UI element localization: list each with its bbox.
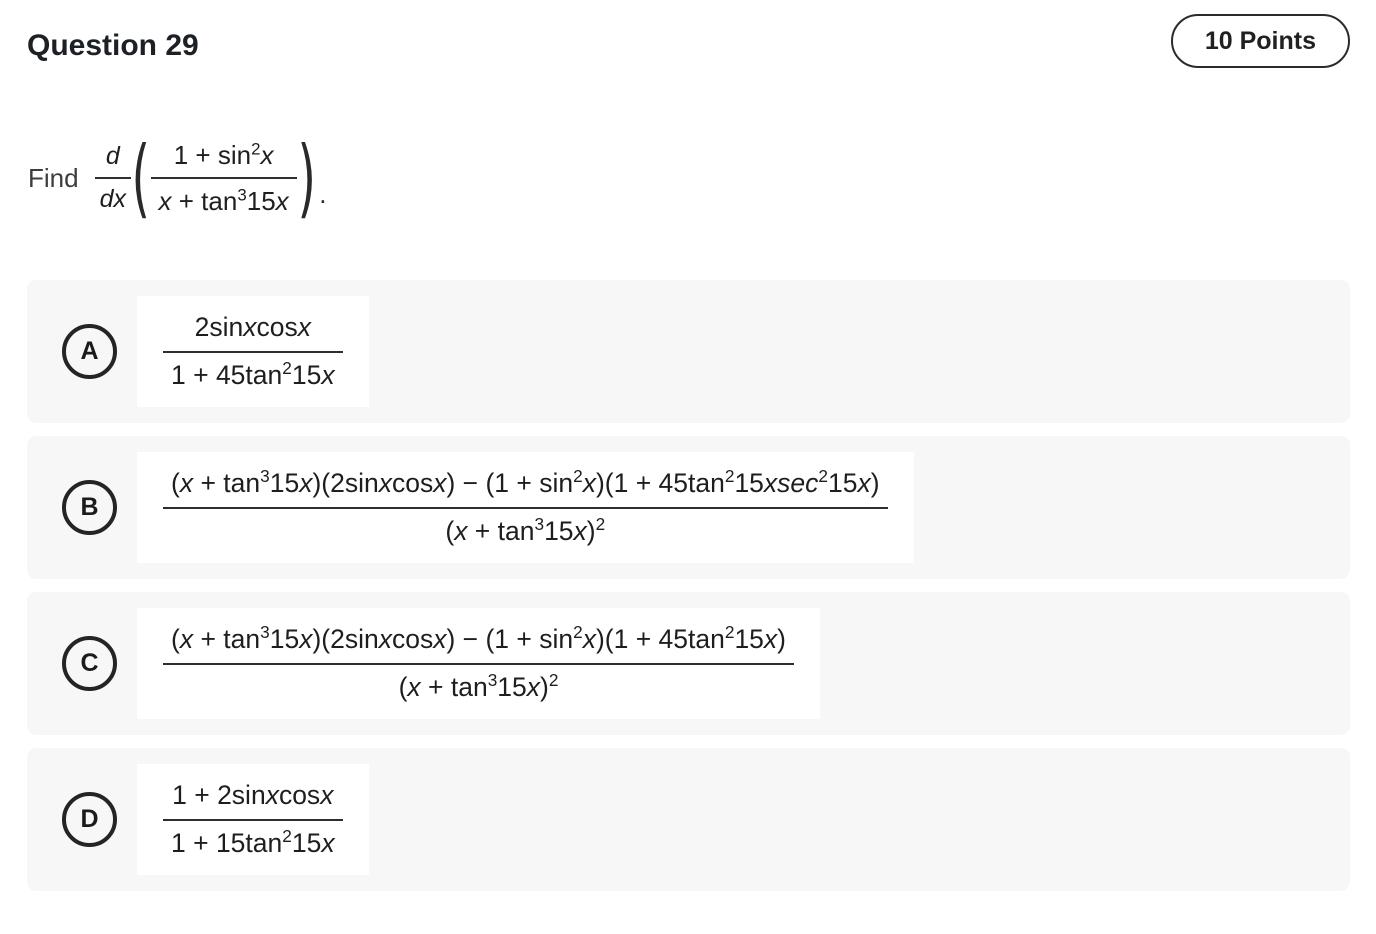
option-d-numerator: 1 + 2sinxcosx bbox=[172, 780, 334, 811]
option-row-d[interactable]: D 1 + 2sinxcosx 1 + 15tan215x bbox=[27, 748, 1350, 891]
option-row-a[interactable]: A 2sinxcosx 1 + 45tan215x bbox=[27, 280, 1350, 423]
option-c-fraction: (x + tan315x)(2sinxcosx) − (1 + sin2x)(1… bbox=[163, 623, 794, 703]
option-formula-box: 1 + 2sinxcosx 1 + 15tan215x bbox=[137, 764, 369, 875]
sentence-period: . bbox=[319, 178, 327, 209]
option-c-numerator: (x + tan315x)(2sinxcosx) − (1 + sin2x)(1… bbox=[171, 622, 786, 655]
derivative-numerator: d bbox=[105, 141, 120, 170]
option-b-denominator: (x + tan315x)2 bbox=[163, 506, 888, 548]
option-letter-badge[interactable]: A bbox=[62, 324, 117, 379]
option-letter-badge[interactable]: D bbox=[62, 792, 117, 847]
question-header: Question 29 10 Points bbox=[27, 14, 1350, 68]
question-title: Question 29 bbox=[27, 29, 199, 62]
option-d-denominator: 1 + 15tan215x bbox=[163, 818, 343, 860]
expression-fraction: 1 + sin2x x + tan315x bbox=[150, 138, 297, 218]
option-row-c[interactable]: C (x + tan315x)(2sinxcosx) − (1 + sin2x)… bbox=[27, 592, 1350, 735]
option-b-fraction: (x + tan315x)(2sinxcosx) − (1 + sin2x)(1… bbox=[163, 467, 888, 547]
option-a-numerator: 2sinxcosx bbox=[194, 312, 311, 343]
option-formula-box: (x + tan315x)(2sinxcosx) − (1 + sin2x)(1… bbox=[137, 452, 914, 563]
expression-denominator: x + tan315x bbox=[150, 177, 297, 218]
points-badge: 10 Points bbox=[1170, 14, 1350, 68]
option-a-denominator: 1 + 45tan215x bbox=[163, 350, 343, 392]
option-formula-box: (x + tan315x)(2sinxcosx) − (1 + sin2x)(1… bbox=[137, 608, 820, 719]
derivative-operator-fraction: d dx bbox=[94, 141, 131, 216]
option-c-denominator: (x + tan315x)2 bbox=[163, 662, 794, 704]
option-letter-badge[interactable]: B bbox=[62, 480, 117, 535]
answer-options-list: A 2sinxcosx 1 + 45tan215x B (x + tan315x… bbox=[27, 280, 1350, 891]
left-parenthesis: ( bbox=[131, 127, 150, 228]
option-b-numerator: (x + tan315x)(2sinxcosx) − (1 + sin2x)(1… bbox=[171, 466, 880, 499]
option-formula-box: 2sinxcosx 1 + 45tan215x bbox=[137, 296, 369, 407]
option-letter-badge[interactable]: C bbox=[62, 636, 117, 691]
right-parenthesis: ) bbox=[297, 127, 316, 228]
derivative-denominator: dx bbox=[94, 177, 131, 215]
find-label: Find bbox=[28, 162, 79, 193]
option-d-fraction: 1 + 2sinxcosx 1 + 15tan215x bbox=[163, 779, 343, 859]
option-a-fraction: 2sinxcosx 1 + 45tan215x bbox=[163, 311, 343, 391]
expression-numerator: 1 + sin2x bbox=[173, 138, 274, 170]
option-row-b[interactable]: B (x + tan315x)(2sinxcosx) − (1 + sin2x)… bbox=[27, 436, 1350, 579]
question-prompt: Find d dx ( 1 + sin2x x + tan315x ) . bbox=[28, 118, 1350, 238]
